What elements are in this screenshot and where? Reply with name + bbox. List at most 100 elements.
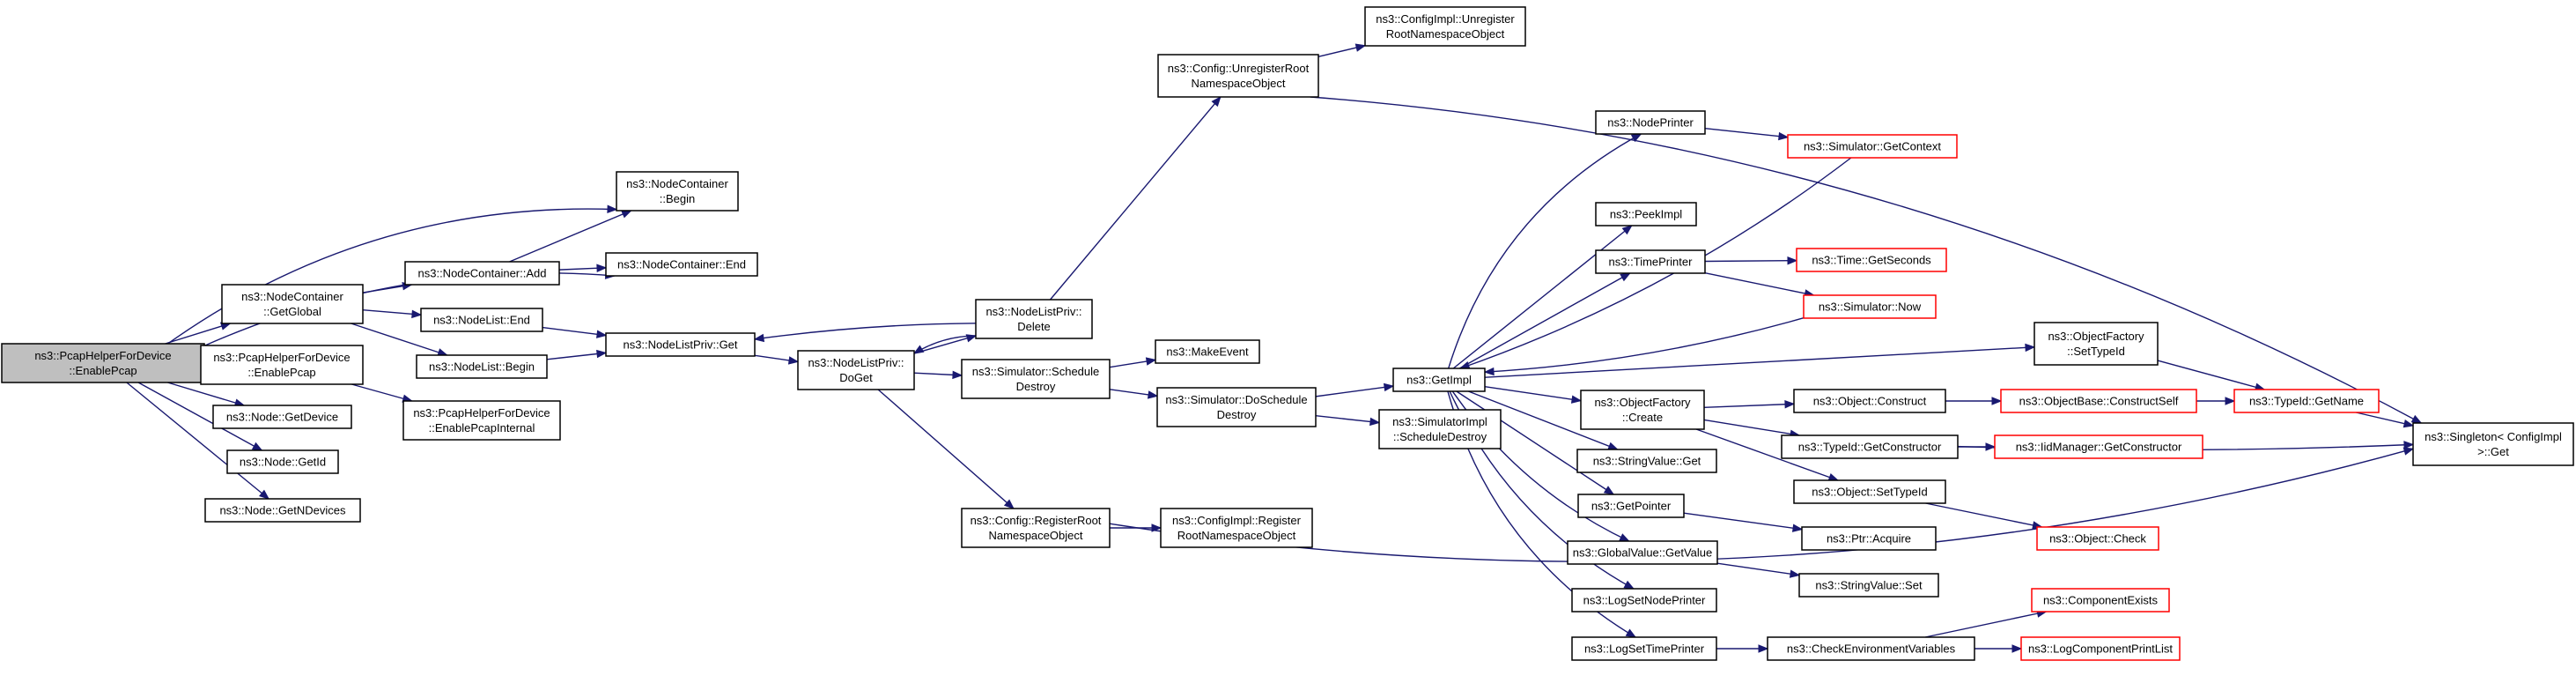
node-box [1595, 110, 1706, 135]
node-logsetnodeprinter[interactable]: ns3::LogSetNodePrinter [1571, 588, 1717, 613]
node-box [2036, 526, 2159, 551]
node-nl-end[interactable]: ns3::NodeList::End [420, 308, 543, 332]
node-timeprinter[interactable]: ns3::TimePrinter [1595, 249, 1706, 274]
node-stringvalue-set[interactable]: ns3::StringValue::Set [1798, 573, 1939, 598]
node-box [2020, 636, 2181, 661]
node-logcomponentprintlist[interactable]: ns3::LogComponentPrintList [2020, 636, 2181, 661]
node-label-line: RootNamespaceObject [1386, 27, 1505, 41]
call-edge-nlp_doget-to-nlp_delete [913, 334, 978, 354]
call-edge-sim_doscheduledestroy-to-getimpl [1315, 382, 1395, 397]
node-box [975, 299, 1093, 339]
node-getimpl[interactable]: ns3::GetImpl [1392, 368, 1486, 392]
node-nc-end[interactable]: ns3::NodeContainer::End [605, 252, 758, 277]
node-configimpl-register[interactable]: ns3::ConfigImpl::RegisterRootNamespaceOb… [1160, 508, 1313, 548]
node-sim-now[interactable]: ns3::Simulator::Now [1803, 294, 1937, 319]
node-box [1580, 390, 1705, 430]
node-object-construct[interactable]: ns3::Object::Construct [1793, 389, 1946, 413]
node-ptr-acquire[interactable]: ns3::Ptr::Acquire [1801, 526, 1937, 551]
node-label-line: ns3::Time::GetSeconds [1812, 254, 1931, 267]
node-label-line: ns3::NodeContainer [241, 290, 343, 303]
node-globalvalue-getvalue[interactable]: ns3::GlobalValue::GetValue [1567, 540, 1718, 565]
node-object-check[interactable]: ns3::Object::Check [2036, 526, 2159, 551]
node-box [2000, 389, 2197, 413]
node-label-line: ns3::Object::Check [2049, 532, 2146, 546]
node-label-line: >::Get [2477, 445, 2509, 458]
node-box [1577, 494, 1685, 518]
node-box [204, 498, 361, 523]
node-label-line: ns3::NodePrinter [1607, 116, 1694, 130]
call-edge-objfactory_settypeid-to-typeid_getname [2157, 360, 2266, 391]
node-typeid-getname[interactable]: ns3::TypeId::GetName [2233, 389, 2380, 413]
node-componentexists[interactable]: ns3::ComponentExists [2031, 588, 2170, 613]
node-box [1994, 434, 2203, 459]
call-edge-nc_add-to-nc_begin [509, 210, 632, 263]
node-stringvalue-get[interactable]: ns3::StringValue::Get [1576, 449, 1717, 473]
node-label-line: ns3::CheckEnvironmentVariables [1787, 642, 1956, 656]
node-node-getdevice[interactable]: ns3::Node::GetDevice [212, 405, 352, 429]
node-box [1392, 368, 1486, 392]
call-edge-nlp_delete-to-nlp_get [753, 323, 977, 343]
node-label-line: ns3::Ptr::Acquire [1827, 532, 1911, 546]
node-time-getseconds[interactable]: ns3::Time::GetSeconds [1796, 248, 1947, 272]
node-node-getndevices[interactable]: ns3::Node::GetNDevices [204, 498, 361, 523]
node-label-line: ns3::NodeListPriv::Get [623, 338, 737, 352]
node-box [402, 400, 561, 441]
node-configimpl-unregister[interactable]: ns3::ConfigImpl::UnregisterRootNamespace… [1364, 6, 1526, 47]
node-makeevent[interactable]: ns3::MakeEvent [1155, 339, 1260, 364]
node-checkenvvars[interactable]: ns3::CheckEnvironmentVariables [1767, 636, 1975, 661]
node-singleton-get[interactable]: ns3::Singleton< ConfigImpl >::Get [2412, 422, 2574, 466]
node-objfactory-create[interactable]: ns3::ObjectFactory::Create [1580, 390, 1705, 430]
node-getpointer[interactable]: ns3::GetPointer [1577, 494, 1685, 518]
call-edge-root-to-nc_getglobal [165, 322, 232, 345]
node-objectbase-constructself[interactable]: ns3::ObjectBase::ConstructSelf [2000, 389, 2197, 413]
call-edge-timeprinter-to-time_getseconds [1704, 256, 1798, 265]
node-label-line: Destroy [1016, 380, 1056, 393]
node-pcap-internal[interactable]: ns3::PcapHelperForDevice::EnablePcapInte… [402, 400, 561, 441]
node-nl-begin[interactable]: ns3::NodeList::Begin [416, 354, 548, 379]
node-object-settypeid[interactable]: ns3::Object::SetTypeId [1793, 479, 1946, 504]
node-peekimpl[interactable]: ns3::PeekImpl [1595, 202, 1697, 226]
call-edge-sim_doscheduledestroy-to-simimpl_scheduledestroy [1315, 415, 1381, 427]
node-typeid-getconstructor[interactable]: ns3::TypeId::GetConstructor [1781, 434, 1959, 459]
node-sim-getcontext[interactable]: ns3::Simulator::GetContext [1787, 134, 1958, 159]
call-edge-root-to-node_getndevices [126, 382, 270, 500]
node-box [605, 252, 758, 277]
node-node-getid[interactable]: ns3::Node::GetId [226, 449, 339, 474]
call-edge-getpointer-to-ptr_acquire [1683, 512, 1804, 532]
node-objfactory-settypeid[interactable]: ns3::ObjectFactory::SetTypeId [2033, 322, 2159, 366]
node-label-line: ns3::Simulator::GetContext [1804, 140, 1941, 153]
node-nc-begin[interactable]: ns3::NodeContainer::Begin [616, 171, 739, 212]
node-pcap-enablepcap[interactable]: ns3::PcapHelperForDevice::EnablePcap [200, 345, 364, 385]
node-iidmanager-getconstructor[interactable]: ns3::IidManager::GetConstructor [1994, 434, 2203, 459]
node-label-line: ns3::LogSetTimePrinter [1584, 642, 1705, 656]
node-label-line: ns3::ConfigImpl::Unregister [1376, 12, 1515, 26]
node-label-line: ns3::ObjectFactory [2048, 330, 2144, 343]
node-box [1571, 636, 1717, 661]
node-box [2233, 389, 2380, 413]
node-config-unregister[interactable]: ns3::Config::UnregisterRootNamespaceObje… [1157, 54, 1319, 98]
node-nlp-get[interactable]: ns3::NodeListPriv::Get [605, 332, 756, 357]
node-label-line: ns3::NodeContainer::End [617, 258, 746, 271]
node-box [1571, 588, 1717, 613]
node-box [212, 405, 352, 429]
node-nlp-doget[interactable]: ns3::NodeListPriv::DoGet [797, 350, 915, 390]
node-logsettimeprinter[interactable]: ns3::LogSetTimePrinter [1571, 636, 1717, 661]
node-box [1796, 248, 1947, 272]
node-box [1157, 54, 1319, 98]
call-edge-nlp_delete-to-config_unregister [1049, 95, 1222, 301]
node-simimpl-scheduledestroy[interactable]: ns3::SimulatorImpl::ScheduleDestroy [1378, 409, 1502, 449]
node-root[interactable]: ns3::PcapHelperForDevice::EnablePcap [1, 343, 205, 383]
node-box [961, 508, 1111, 548]
node-label-line: ::SetTypeId [2067, 345, 2125, 358]
node-label-line: ns3::GlobalValue::GetValue [1573, 546, 1713, 560]
node-label-line: ns3::StringValue::Set [1815, 579, 1923, 592]
node-nodeprinter[interactable]: ns3::NodePrinter [1595, 110, 1706, 135]
node-label-line: ns3::NodeContainer::Add [418, 267, 547, 280]
node-nc-add[interactable]: ns3::NodeContainer::Add [404, 261, 560, 286]
node-box [1787, 134, 1958, 159]
node-nlp-delete[interactable]: ns3::NodeListPriv::Delete [975, 299, 1093, 339]
node-sim-scheduledestroy[interactable]: ns3::Simulator::ScheduleDestroy [961, 359, 1111, 399]
node-nc-getglobal[interactable]: ns3::NodeContainer::GetGlobal [221, 284, 364, 324]
